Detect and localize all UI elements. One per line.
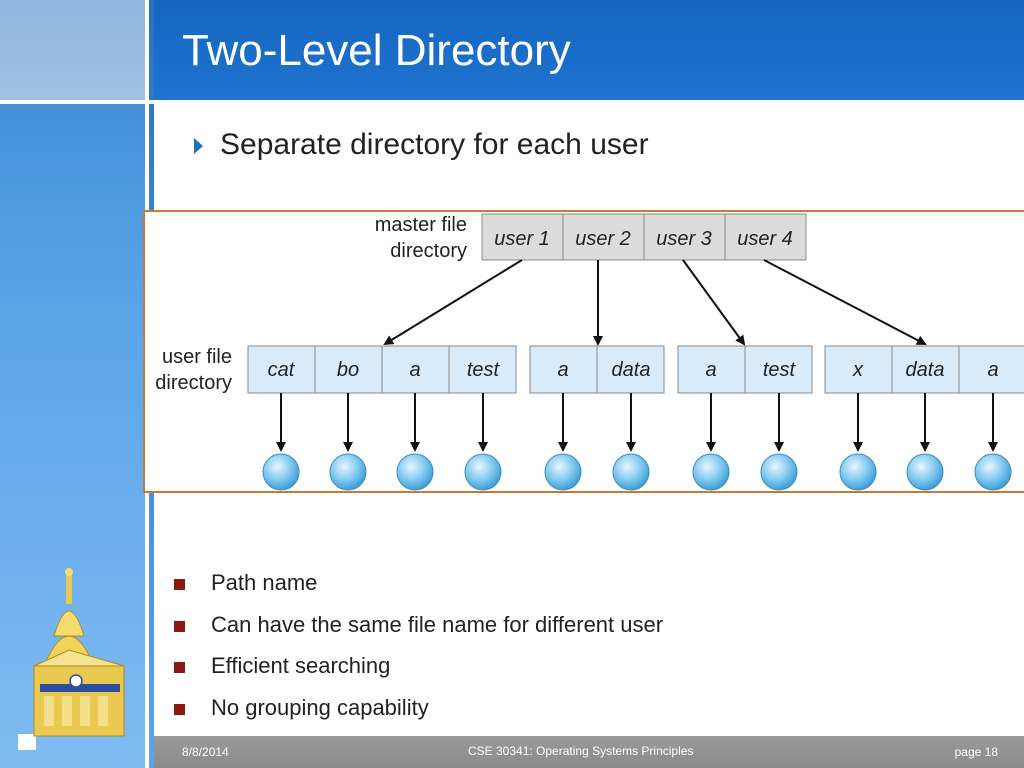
footer-date: 8/8/2014	[182, 745, 229, 759]
file-entry: data	[612, 359, 651, 381]
file-node	[396, 453, 434, 491]
user-label-line2: directory	[155, 372, 232, 394]
file-node	[974, 453, 1012, 491]
master-entry: user 3	[656, 228, 712, 250]
file-node	[329, 453, 367, 491]
master-entry: user 2	[575, 228, 631, 250]
master-label-line1: master file	[375, 214, 467, 236]
slide-footer: 8/8/2014 CSE 30341: Operating Systems Pr…	[154, 736, 1024, 768]
file-entry: test	[467, 359, 501, 381]
file-node	[544, 453, 582, 491]
slide-title: Two-Level Directory	[182, 26, 571, 75]
square-bullet-icon	[174, 703, 185, 715]
master-file-directory: user 1 user 2 user 3 user 4	[481, 213, 807, 261]
bullet-text: No grouping capability	[211, 694, 429, 720]
file-entry: x	[852, 359, 864, 381]
triangle-right-icon	[194, 138, 203, 154]
file-entry: data	[906, 359, 945, 381]
file-node	[692, 453, 730, 491]
file-node	[760, 453, 798, 491]
master-label-line2: directory	[390, 240, 467, 262]
file-node	[612, 453, 650, 491]
left-corner-panel	[0, 0, 145, 100]
file-node	[839, 453, 877, 491]
arrow-user4	[763, 259, 927, 345]
bullet-text: Efficient searching	[211, 653, 391, 678]
square-bullet-icon	[174, 662, 185, 673]
main-bullet-text: Separate directory for each user	[220, 128, 649, 161]
file-entry: test	[763, 359, 797, 381]
footer-course: CSE 30341: Operating Systems Principles	[468, 744, 694, 758]
bullet-text: Can have the same file name for differen…	[211, 611, 664, 637]
square-bullet-icon	[174, 579, 185, 590]
file-entry: a	[987, 359, 998, 381]
two-level-directory-diagram: master file directory user 1 user 2 user…	[143, 210, 1024, 493]
slide-header	[154, 0, 1024, 100]
bullet-text: Path name	[211, 570, 318, 595]
square-bullet-icon	[174, 620, 185, 632]
file-entry: a	[557, 359, 568, 381]
master-entry: user 4	[737, 228, 793, 250]
user-file-directories	[247, 345, 1024, 394]
arrow-user1	[383, 259, 523, 346]
file-node	[464, 453, 502, 491]
file-node	[262, 453, 300, 491]
file-entry: bo	[337, 359, 359, 381]
footer-page-number: page 18	[954, 745, 998, 759]
master-entry: user 1	[494, 228, 550, 250]
arrow-user3	[682, 259, 746, 346]
file-entry: cat	[268, 359, 296, 381]
file-node	[906, 453, 944, 491]
file-entry: a	[705, 359, 716, 381]
golden-dome-icon	[18, 568, 125, 750]
user-label-line1: user file	[162, 346, 232, 368]
file-entry: a	[409, 359, 420, 381]
header-divider	[0, 100, 1024, 104]
